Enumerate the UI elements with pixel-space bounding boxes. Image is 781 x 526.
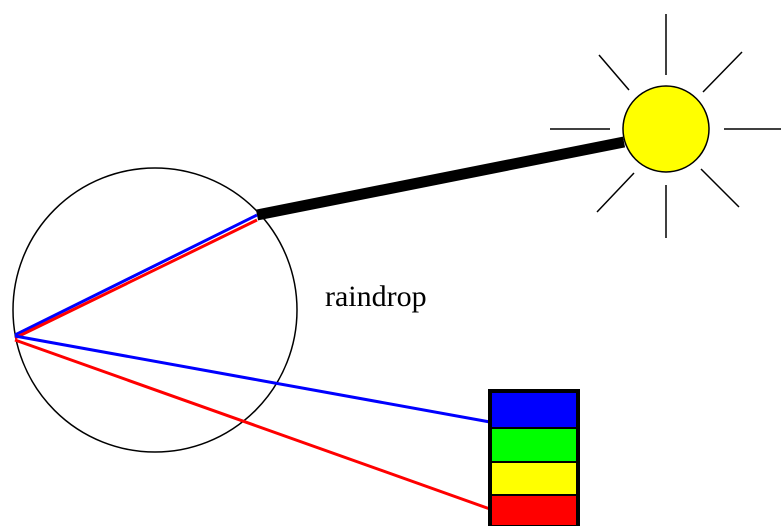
color-spectrum-bar	[490, 391, 578, 526]
sun-ray-bottom-right	[701, 169, 739, 207]
sun-ray-top-left	[599, 55, 629, 90]
spectrum-red-band	[490, 495, 578, 526]
red-ray-incoming	[15, 220, 257, 338]
blue-ray-incoming	[15, 215, 257, 335]
red-ray-outgoing	[15, 340, 490, 509]
blue-ray-outgoing	[15, 336, 490, 422]
spectrum-yellow-band	[490, 462, 578, 495]
spectrum-green-band	[490, 428, 578, 462]
sun-icon	[623, 86, 709, 172]
sun-ray-top-right	[703, 52, 742, 92]
sun-ray-bottom-left	[597, 173, 634, 212]
spectrum-blue-band	[490, 391, 578, 428]
sunlight-beam	[257, 142, 624, 215]
raindrop-circle	[13, 168, 297, 452]
raindrop-label: raindrop	[325, 280, 427, 313]
